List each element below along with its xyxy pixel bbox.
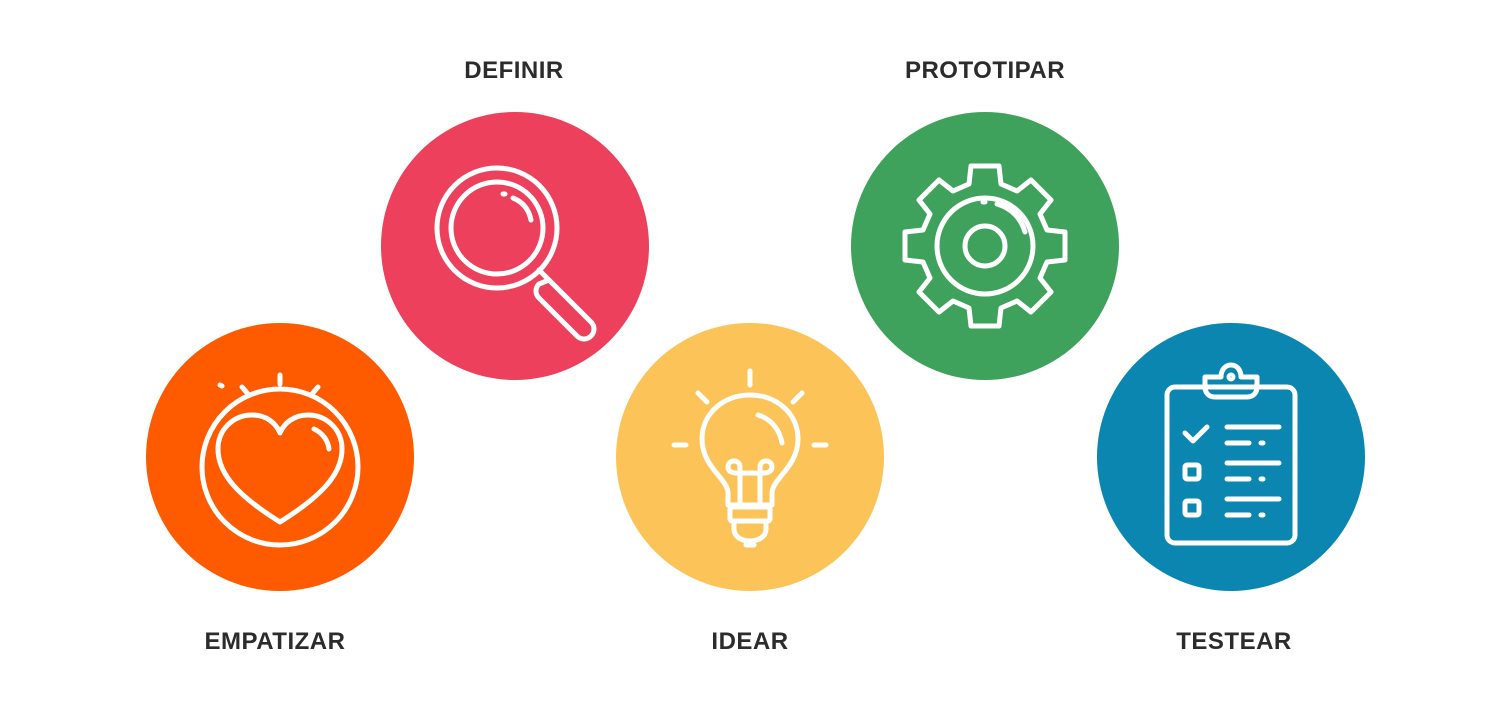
idear-circle xyxy=(616,323,884,591)
empatizar-label: EMPATIZAR xyxy=(204,628,346,655)
heart-icon xyxy=(199,372,361,548)
prototipar-label: PROTOTIPAR xyxy=(904,57,1066,84)
testear-circle xyxy=(1097,323,1365,591)
testear-label: TESTEAR xyxy=(1176,628,1292,655)
gear-icon xyxy=(902,163,1068,329)
prototipar-circle xyxy=(851,112,1119,380)
lightbulb-icon xyxy=(671,368,829,548)
definir-circle xyxy=(381,112,649,380)
idear-label: IDEAR xyxy=(711,628,789,655)
empatizar-circle xyxy=(146,323,414,591)
magnifier-icon xyxy=(434,165,597,342)
definir-label: DEFINIR xyxy=(464,57,564,84)
clipboard-icon xyxy=(1164,362,1298,546)
